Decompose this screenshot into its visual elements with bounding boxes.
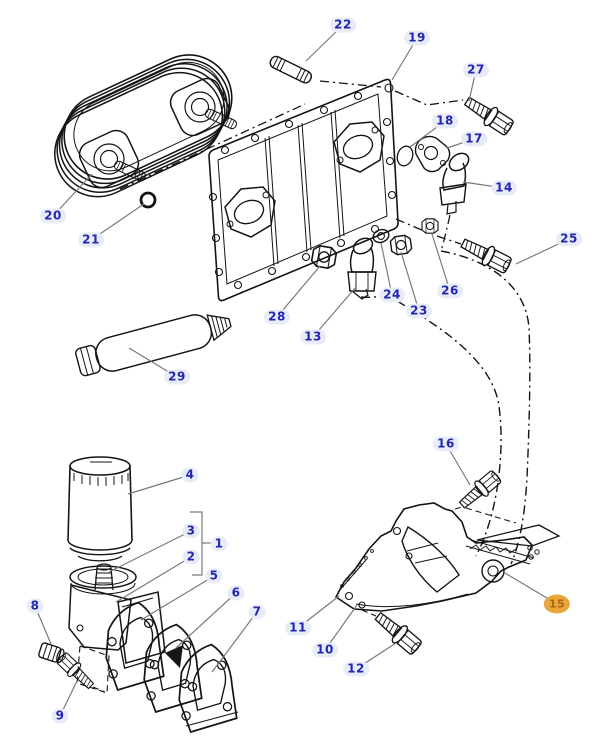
callout-12-flange-bolt[interactable]: 12 — [343, 661, 369, 677]
adapter-plate-6 — [143, 623, 203, 713]
side-cover-plate — [208, 78, 399, 302]
oil-cooler — [54, 54, 239, 198]
plate-bolt-holes — [208, 83, 397, 290]
callout-4-oil-filter[interactable]: 4 — [181, 467, 199, 483]
callout-7-gasket[interactable]: 7 — [248, 604, 266, 620]
callout-24-washer[interactable]: 24 — [379, 287, 405, 303]
elbow-connector-14 — [439, 152, 470, 215]
cooler-mounting-pad — [78, 129, 148, 189]
callout-11-adapter-housing[interactable]: 11 — [285, 620, 311, 636]
callout-2-filter-head[interactable]: 2 — [182, 549, 200, 565]
cooler-mounting-pad — [169, 77, 239, 137]
housing-bead-edge — [340, 549, 374, 588]
bracket-15 — [465, 524, 561, 583]
seal-18 — [396, 145, 414, 167]
plate-opening-shadow — [165, 645, 183, 668]
callout-3-filter-head-stud[interactable]: 3 — [182, 523, 200, 539]
callout-1-filter-head-assembly[interactable]: 1 — [210, 536, 228, 552]
callout-17-flange-fitting[interactable]: 17 — [461, 131, 487, 147]
callout-22-stud[interactable]: 22 — [330, 17, 356, 33]
callout-23-nut[interactable]: 23 — [406, 303, 432, 319]
callout-10-adapter-housing-foot[interactable]: 10 — [312, 642, 338, 658]
callout-25-flange-bolt[interactable]: 25 — [556, 231, 582, 247]
callout-20-oil-cooler[interactable]: 20 — [40, 208, 66, 224]
callout-6-adapter-plate[interactable]: 6 — [227, 585, 245, 601]
elbow-connector-13 — [347, 237, 377, 300]
hose-route-outer — [440, 250, 531, 565]
callout-15-bracket[interactable]: 15 — [543, 594, 571, 614]
callout-8-plug[interactable]: 8 — [26, 598, 44, 614]
callout-28-nut[interactable]: 28 — [264, 309, 290, 325]
callout-26-nut[interactable]: 26 — [437, 283, 463, 299]
callout-16-flange-bolt[interactable]: 16 — [433, 436, 459, 452]
callout-5-gasket[interactable]: 5 — [205, 568, 223, 584]
plug-8 — [38, 642, 65, 664]
gasket-7 — [178, 643, 239, 733]
callout-29-sealant-tube[interactable]: 29 — [164, 369, 190, 385]
serrated-strip — [469, 544, 517, 554]
assembly-bracket — [190, 511, 211, 576]
callout-19-side-cover-plate[interactable]: 19 — [404, 30, 430, 46]
callout-9-bolt[interactable]: 9 — [51, 708, 69, 724]
o-ring — [139, 191, 157, 209]
plate-port-boss — [224, 186, 276, 238]
callout-27-flange-bolt[interactable]: 27 — [463, 62, 489, 78]
callout-14-elbow-connector[interactable]: 14 — [491, 180, 517, 196]
housing-wedge — [401, 525, 460, 593]
plate-port-boss — [333, 121, 385, 173]
filter-knurl — [73, 473, 129, 486]
callout-21-o-ring[interactable]: 21 — [78, 232, 104, 248]
plate-ribs — [264, 109, 345, 267]
callout-18-seal[interactable]: 18 — [432, 113, 458, 129]
callout-13-elbow-connector[interactable]: 13 — [300, 329, 326, 345]
